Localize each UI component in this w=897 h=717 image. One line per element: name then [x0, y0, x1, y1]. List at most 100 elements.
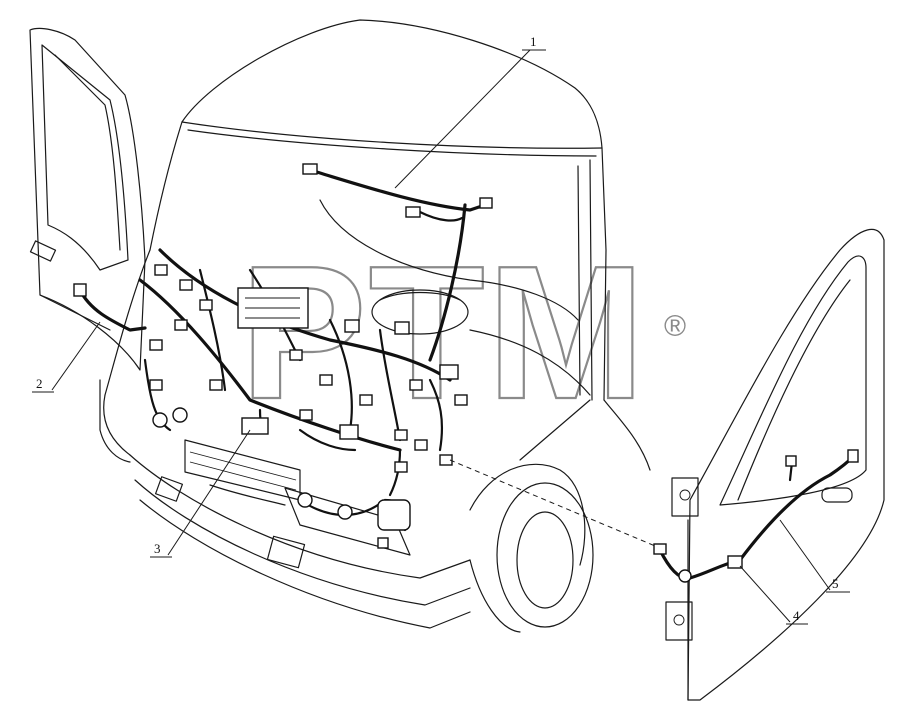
right-door-outline — [687, 228, 885, 701]
connector — [377, 537, 389, 549]
dash-branch-3 — [328, 318, 353, 432]
left-door-outline — [29, 27, 146, 371]
wheel-fender-lower — [469, 559, 521, 633]
connector — [149, 339, 163, 351]
wheel-rim — [516, 511, 574, 609]
roof-harness — [308, 168, 487, 212]
left-door-window-inner — [54, 54, 121, 251]
right-door — [665, 228, 885, 701]
grille-bar-2 — [189, 461, 297, 491]
callout-leader-3 — [167, 429, 251, 556]
left-fender — [99, 379, 131, 463]
fog-lamp-left — [154, 476, 184, 502]
connector — [174, 319, 188, 331]
watermark-registered-mark: ® — [664, 310, 686, 343]
right-door-connector — [727, 555, 743, 569]
grille — [184, 439, 301, 501]
connector — [439, 454, 453, 466]
roof-connector-left — [302, 163, 318, 175]
connector — [289, 349, 303, 361]
connector — [154, 264, 168, 276]
cab-body — [99, 19, 651, 633]
connector — [199, 299, 213, 311]
right-door-window — [719, 255, 867, 506]
right-door-connector — [653, 543, 667, 555]
callouts: 1 2 3 4 5 — [32, 34, 850, 625]
roof-front-edge — [181, 121, 603, 149]
right-door-connector — [847, 449, 859, 463]
a-pillar-right — [601, 147, 607, 401]
connector — [414, 439, 428, 451]
callout-label-2: 2 — [36, 376, 43, 391]
connector — [152, 412, 168, 428]
a-pillar-harness — [428, 203, 467, 362]
roof-connector-right — [479, 197, 493, 209]
bumper-mid — [134, 479, 471, 606]
connector — [394, 321, 410, 335]
headlight-harness-drop — [388, 448, 402, 497]
right-door-connector — [785, 455, 797, 467]
door-hinge-upper-bolt — [679, 489, 691, 501]
callout-leader-1 — [394, 49, 531, 189]
front-wheel — [496, 482, 594, 628]
callout-leader-5 — [779, 519, 831, 591]
windshield-right-edge — [577, 165, 581, 396]
steering-wheel-inner — [379, 291, 461, 301]
left-door — [29, 27, 146, 371]
headlamp-assembly — [377, 499, 411, 531]
dash-harness — [158, 248, 452, 382]
dash-branch-6 — [298, 428, 357, 452]
front-face-left — [104, 249, 151, 396]
door-hinge-lower — [665, 601, 693, 641]
callout-label-3: 3 — [154, 541, 161, 556]
bumper-top — [129, 454, 471, 579]
body-right-lower — [603, 399, 651, 471]
front-corner-left — [103, 394, 131, 456]
cab-roof — [181, 19, 603, 149]
headlight-right — [284, 487, 411, 556]
door-link-line — [449, 459, 661, 549]
left-door-window — [41, 44, 129, 271]
watermark-text: PTM — [240, 227, 647, 439]
central-connector — [241, 417, 269, 435]
bumper-bottom — [139, 499, 471, 629]
connector — [172, 407, 188, 423]
door-hinge-upper — [671, 477, 699, 517]
connector — [439, 364, 459, 380]
door-hinge-lower-bolt — [673, 614, 685, 626]
left-door-handle — [29, 240, 57, 262]
right-door-grommet — [678, 569, 692, 583]
windshield-curve — [319, 199, 579, 321]
connector — [339, 424, 359, 440]
connector — [319, 374, 333, 386]
callout-label-4: 4 — [793, 608, 800, 623]
grille-bar-1 — [189, 451, 297, 481]
connector — [394, 461, 408, 473]
headlight-connector — [297, 492, 313, 508]
connector — [394, 429, 408, 441]
left-door-harness — [78, 288, 147, 332]
a-pillar-right-inner — [589, 159, 593, 401]
right-door-handle — [821, 487, 853, 503]
right-door-window-inner — [737, 279, 851, 501]
headlight-connector — [337, 504, 353, 520]
dash-branch-2 — [198, 268, 227, 392]
callout-label-1: 1 — [530, 34, 537, 49]
dash-branch-7 — [428, 378, 444, 452]
connector — [149, 379, 163, 391]
left-door-connector — [73, 283, 87, 297]
callout-label-5: 5 — [832, 576, 839, 591]
front-branch-left — [143, 358, 172, 432]
roof-harness-branch — [418, 210, 464, 222]
connector — [409, 379, 423, 391]
callout-leader-2 — [51, 321, 101, 391]
grille-emblem — [209, 484, 286, 506]
wiring-harness — [73, 163, 859, 583]
connector — [344, 319, 360, 333]
fuse-box-rows — [245, 297, 300, 319]
connector — [299, 409, 313, 421]
license-plate — [266, 535, 306, 569]
roof-connector-mid — [405, 206, 421, 218]
connector — [359, 394, 373, 406]
